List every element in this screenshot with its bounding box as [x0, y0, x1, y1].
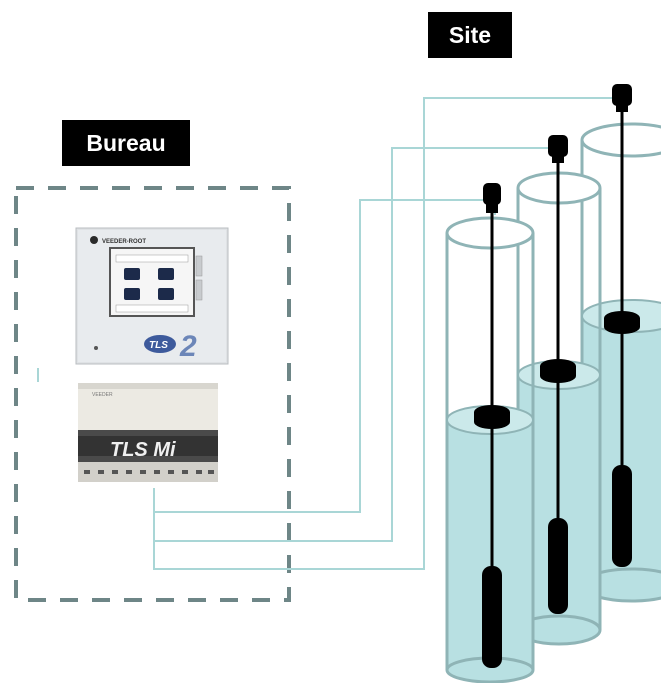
- probe-1: [474, 183, 510, 668]
- tls2-console: VEEDER-ROOT TLS 2: [75, 227, 229, 365]
- console-brand: VEEDER-ROOT: [102, 239, 146, 245]
- probe-3: [604, 84, 640, 567]
- bureau-label: Bureau: [62, 120, 190, 166]
- site-label: Site: [428, 12, 512, 58]
- bureau-frame: [14, 186, 291, 602]
- console-logo-b: 2: [179, 330, 197, 363]
- console-logo-a: TLS: [149, 340, 168, 351]
- probe-2: [540, 135, 576, 614]
- gauge-model-label: TLS Mi: [110, 439, 176, 461]
- svg-text:VEEDER: VEEDER: [92, 392, 113, 398]
- tls-mi-unit: VEEDER TLS Mi: [78, 383, 218, 482]
